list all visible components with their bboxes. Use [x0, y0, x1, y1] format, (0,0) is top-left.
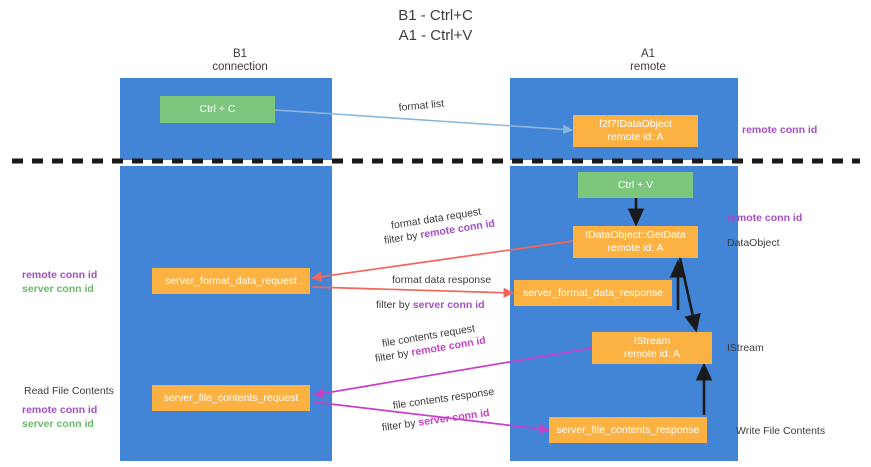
filter-prefix: filter by [383, 229, 422, 247]
node-idataobject-getdata[interactable]: IDataObject::GetData remote id: A [573, 226, 698, 258]
filter-key-server-conn-id: server conn id [417, 406, 491, 429]
right-label-data-object: DataObject [727, 237, 780, 249]
node-server-format-data-request[interactable]: server_format_data_request [152, 268, 310, 294]
node-ctrl-c[interactable]: Ctrl + C [160, 96, 275, 123]
left-label-remote-conn-id-2: remote conn id [22, 404, 98, 416]
left-label-read-file-contents: Read File Contents [24, 385, 114, 397]
filter-prefix: filter by [376, 299, 413, 311]
left-label-server-conn-id-2: server conn id [22, 418, 94, 430]
node-ctrl-v[interactable]: Ctrl + V [578, 172, 693, 198]
right-label-remote-conn-id-mid: remote conn id [727, 212, 803, 224]
edge-label-format-data-response: format data response [392, 274, 492, 286]
node-data-object-top[interactable]: f2f7IDataObject remote id: A [573, 115, 698, 147]
left-label-server-conn-id: server conn id [22, 283, 94, 295]
node-server-file-contents-request[interactable]: server_file_contents_request [152, 385, 310, 411]
edge-label-format-data-response-filter: filter by server conn id [376, 298, 485, 312]
filter-prefix: filter by [374, 346, 413, 365]
filter-key-server-conn-id: server conn id [412, 299, 485, 311]
right-label-remote-conn-id-top: remote conn id [742, 124, 818, 136]
column-header-b1: B1 connection [212, 48, 268, 73]
filter-prefix: filter by [381, 416, 420, 434]
node-server-file-contents-response[interactable]: server_file_contents_response [549, 417, 707, 443]
column-header-a1: A1 remote [630, 48, 666, 73]
page-title: B1 - Ctrl+C A1 - Ctrl+V [398, 7, 473, 44]
right-label-istream: IStream [727, 342, 764, 354]
node-server-format-data-response[interactable]: server_format_data_response [514, 280, 672, 306]
right-label-write-file-contents: Write File Contents [736, 425, 826, 437]
lane-b1-bottom [120, 166, 332, 461]
edge-label-format-list: format list [398, 97, 445, 114]
left-label-remote-conn-id: remote conn id [22, 269, 98, 281]
node-istream[interactable]: IStream remote id: A [592, 332, 712, 364]
